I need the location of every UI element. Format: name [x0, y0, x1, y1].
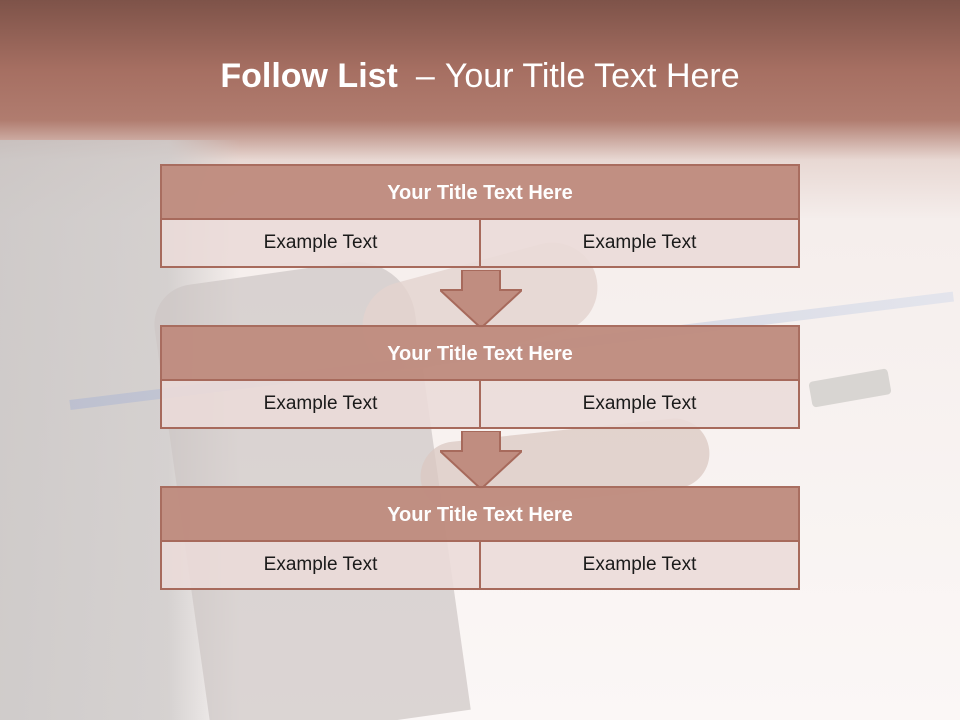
list-block-3: Your Title Text Here Example Text Exampl…: [160, 486, 800, 590]
block-cell-right: Example Text: [479, 218, 800, 268]
block-cell-left: Example Text: [160, 379, 481, 429]
block-heading: Your Title Text Here: [160, 164, 800, 220]
slide-title: Follow List–Your Title Text Here: [0, 52, 960, 100]
slide-title-rest: Your Title Text Here: [444, 57, 740, 95]
block-heading: Your Title Text Here: [160, 325, 800, 381]
list-block-1: Your Title Text Here Example Text Exampl…: [160, 164, 800, 268]
block-row: Example Text Example Text: [160, 540, 800, 590]
slide-title-bold: Follow List: [220, 57, 398, 95]
slide-title-separator: –: [415, 57, 435, 95]
down-arrow-icon: [440, 431, 522, 489]
block-heading: Your Title Text Here: [160, 486, 800, 542]
block-cell-right: Example Text: [479, 540, 800, 590]
block-cell-right: Example Text: [479, 379, 800, 429]
block-row: Example Text Example Text: [160, 379, 800, 429]
block-row: Example Text Example Text: [160, 218, 800, 268]
list-block-2: Your Title Text Here Example Text Exampl…: [160, 325, 800, 429]
down-arrow-icon: [440, 270, 522, 328]
block-cell-left: Example Text: [160, 218, 481, 268]
block-cell-left: Example Text: [160, 540, 481, 590]
